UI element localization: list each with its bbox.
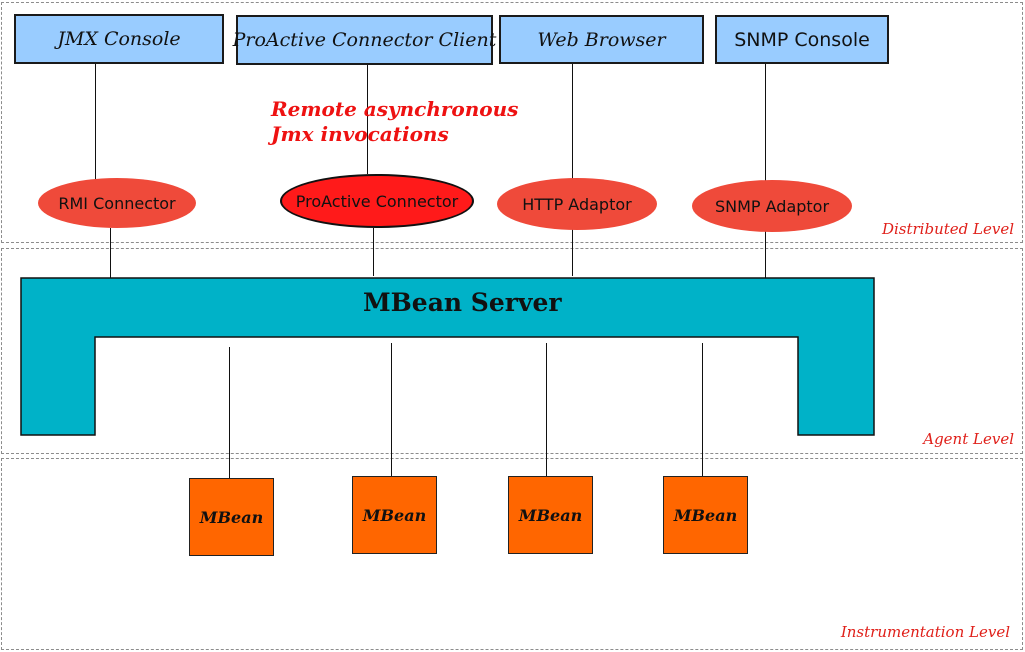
- http-adaptor-label: HTTP Adaptor: [522, 194, 632, 214]
- proactive-connector-label: ProActive Connector: [295, 191, 459, 211]
- mbean-2: MBean: [352, 476, 437, 554]
- agent-level-frame: [1, 248, 1023, 454]
- instrumentation-level-frame: [1, 458, 1023, 650]
- link-jmx-console-rmi: [95, 64, 96, 182]
- mbean-server-title: MBean Server: [363, 288, 562, 317]
- mbean-1: MBean: [189, 478, 274, 556]
- async-annotation: Remote asynchronous Jmx invocations: [271, 97, 518, 147]
- link-proactive-server: [373, 228, 374, 276]
- client-snmp-console: SNMP Console: [715, 15, 889, 64]
- link-server-mbean-2: [391, 343, 392, 476]
- link-rmi-server: [110, 228, 111, 278]
- mbean-2-label: MBean: [362, 505, 427, 525]
- mbean-4-label: MBean: [673, 505, 738, 525]
- mbean-3: MBean: [508, 476, 593, 554]
- distributed-level-frame: [1, 2, 1023, 243]
- agent-level-label: Agent Level: [923, 430, 1014, 448]
- rmi-connector: RMI Connector: [38, 178, 196, 228]
- rmi-connector-label: RMI Connector: [58, 193, 176, 213]
- client-web-browser-label: Web Browser: [537, 28, 666, 51]
- client-web-browser: Web Browser: [499, 15, 704, 64]
- async-annotation-line1: Remote asynchronous: [271, 97, 519, 121]
- mbean-1-label: MBean: [199, 507, 264, 527]
- client-proactive-connector: ProActive Connector Client: [233, 15, 496, 65]
- client-jmx-console: JMX Console: [14, 14, 224, 64]
- mbean-4: MBean: [663, 476, 748, 554]
- link-http-server: [572, 228, 573, 276]
- link-snmp-server: [765, 231, 766, 279]
- http-adaptor: HTTP Adaptor: [497, 178, 657, 230]
- link-server-mbean-1: [229, 347, 230, 478]
- distributed-level-label: Distributed Level: [881, 220, 1014, 238]
- instrumentation-level-label: Instrumentation Level: [840, 623, 1010, 641]
- link-snmp-console-adaptor: [765, 62, 766, 182]
- proactive-connector: ProActive Connector: [280, 174, 474, 228]
- link-web-browser-http: [572, 62, 573, 179]
- snmp-adaptor-label: SNMP Adaptor: [714, 196, 830, 216]
- link-proactive-client-connector: [367, 64, 368, 174]
- client-jmx-console-label: JMX Console: [57, 28, 181, 50]
- link-server-mbean-4: [702, 343, 703, 476]
- async-annotation-line2: Jmx invocations: [271, 122, 449, 146]
- mbean-3-label: MBean: [518, 505, 583, 525]
- client-proactive-connector-label: ProActive Connector Client: [232, 29, 497, 51]
- snmp-adaptor: SNMP Adaptor: [692, 180, 852, 232]
- client-snmp-console-label: SNMP Console: [734, 28, 870, 51]
- link-server-mbean-3: [546, 343, 547, 476]
